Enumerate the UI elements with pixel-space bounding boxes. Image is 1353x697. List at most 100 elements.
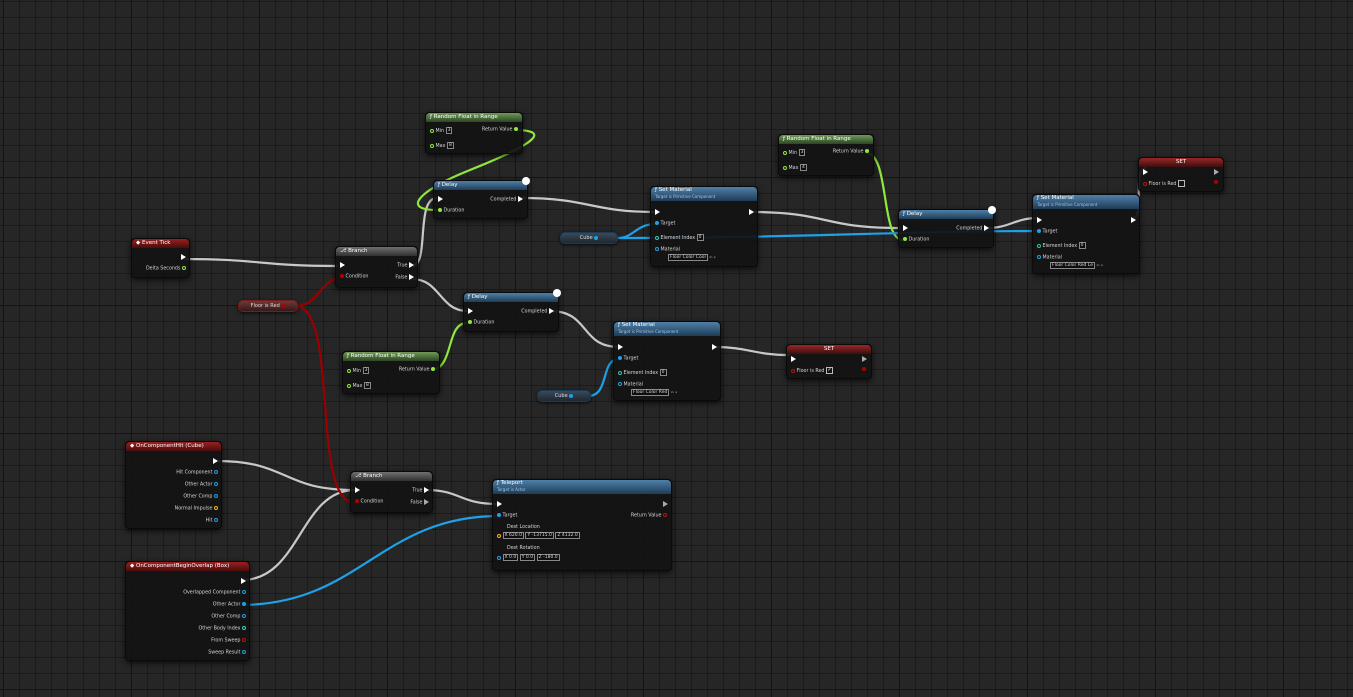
element-index-input-3[interactable]: 0: [1078, 242, 1086, 249]
hit-result-pin[interactable]: [214, 518, 218, 522]
normal-impulse-pin[interactable]: [214, 506, 218, 510]
material-select-2[interactable]: Floor Color Red: [631, 389, 670, 396]
delay-node-2[interactable]: ƒ Delay Duration Completed: [463, 289, 561, 332]
return-pin-1[interactable]: [514, 127, 518, 131]
set-exec-in-2[interactable]: [791, 356, 796, 362]
element-index-pin-3[interactable]: [1037, 243, 1041, 248]
completed-pin-2[interactable]: [549, 308, 554, 314]
true-pin-2[interactable]: [424, 487, 429, 493]
dest-location-z-input[interactable]: Z 4132.0: [555, 532, 580, 539]
floor-is-red-checkbox-2[interactable]: ✓: [826, 367, 833, 374]
cube-variable-1[interactable]: Cube: [560, 232, 618, 244]
setmat-exec-out-2[interactable]: [712, 344, 717, 350]
hit-other-actor-pin[interactable]: [214, 482, 218, 486]
material-pin-2[interactable]: [618, 382, 622, 386]
branch-exec-in-pin[interactable]: [340, 262, 345, 268]
sweep-result-pin[interactable]: [242, 650, 246, 654]
return-pin-3[interactable]: [865, 149, 869, 153]
branch-node[interactable]: ⎇ Branch Condition True False: [335, 246, 418, 288]
max-input-3[interactable]: 4: [799, 164, 807, 171]
from-sweep-pin[interactable]: [242, 638, 246, 642]
element-index-pin-2[interactable]: [618, 370, 622, 375]
element-index-input-1[interactable]: 0: [696, 234, 704, 241]
material-select-3[interactable]: Floor Color Red Le: [1050, 262, 1095, 269]
min-pin-1[interactable]: [430, 128, 434, 133]
max-input-1[interactable]: 8: [446, 142, 454, 149]
target-pin-1[interactable]: [655, 221, 659, 225]
cube-variable-2[interactable]: Cube: [537, 390, 591, 402]
material-pin-1[interactable]: [655, 247, 659, 251]
setmat-exec-in-2[interactable]: [618, 344, 623, 350]
on-component-hit-node[interactable]: ◆ OnComponentHit (Cube) Hit Component Ot…: [125, 441, 222, 529]
overlap-other-actor-pin[interactable]: [242, 602, 246, 606]
dest-location-x-input[interactable]: X 620.0: [502, 532, 524, 539]
set-value-pin-2[interactable]: [791, 368, 795, 373]
false-pin[interactable]: [409, 274, 414, 280]
overlapped-component-pin[interactable]: [242, 590, 246, 594]
browse-icon[interactable]: ⇦ ⌕: [1096, 262, 1104, 268]
branch2-exec-in-pin[interactable]: [355, 487, 360, 493]
floor-is-red-variable[interactable]: Floor is Red: [238, 300, 298, 312]
condition-pin[interactable]: [340, 274, 344, 278]
max-input-2[interactable]: 8: [363, 382, 371, 389]
return-pin-2[interactable]: [431, 367, 435, 371]
target-pin-2[interactable]: [618, 356, 622, 360]
hit-exec-out-pin[interactable]: [213, 458, 218, 464]
delay-node-3[interactable]: ƒ Delay Duration Completed: [898, 206, 996, 248]
floor-is-red-checkbox-1[interactable]: [1178, 180, 1185, 187]
hit-component-pin[interactable]: [214, 470, 218, 474]
duration-pin-3[interactable]: [903, 237, 907, 241]
set-value-pin-1[interactable]: [1143, 181, 1147, 186]
min-input-2[interactable]: 3: [362, 367, 370, 374]
overlap-other-comp-pin[interactable]: [242, 614, 246, 618]
completed-pin-1[interactable]: [518, 196, 523, 202]
min-input-3[interactable]: 3: [798, 149, 806, 156]
completed-pin-3[interactable]: [984, 225, 989, 231]
duration-pin-2[interactable]: [468, 320, 472, 324]
set-floor-is-red-node-2[interactable]: SET Floor is Red ✓: [786, 344, 872, 379]
material-pin-3[interactable]: [1037, 255, 1041, 259]
delta-seconds-pin[interactable]: [182, 266, 186, 270]
duration-pin-1[interactable]: [438, 208, 442, 212]
teleport-target-pin[interactable]: [497, 513, 501, 517]
setmat-exec-out-3[interactable]: [1131, 217, 1136, 223]
teleport-return-pin[interactable]: [663, 513, 667, 517]
material-select-1[interactable]: Floor Color Cool: [668, 254, 708, 261]
branch-node-2[interactable]: ⎇ Branch Condition True False: [350, 471, 433, 513]
dest-rotation-pin[interactable]: [497, 555, 501, 560]
element-index-pin-1[interactable]: [655, 235, 659, 240]
teleport-exec-out-pin[interactable]: [663, 501, 668, 507]
random-float-node-1[interactable]: ƒ Random Float in Range Min 3 Max 8 Retu…: [425, 112, 523, 154]
random-float-node-3[interactable]: ƒ Random Float in Range Min 3 Max 4 Retu…: [778, 134, 874, 176]
dest-rotation-z-input[interactable]: Z -180.0: [536, 554, 560, 561]
delay-node-1[interactable]: ƒ Delay Duration Completed: [433, 177, 530, 219]
false-pin-2[interactable]: [424, 499, 429, 505]
delay-exec-in-1[interactable]: [438, 196, 443, 202]
delay-exec-in-3[interactable]: [903, 225, 908, 231]
setmat-exec-in-1[interactable]: [655, 209, 660, 215]
target-pin-3[interactable]: [1037, 229, 1041, 233]
max-pin-1[interactable]: [430, 143, 434, 148]
set-exec-out-2[interactable]: [862, 356, 867, 362]
delay-exec-in-2[interactable]: [468, 308, 473, 314]
condition-pin-2[interactable]: [355, 499, 359, 503]
max-pin-3[interactable]: [783, 165, 787, 170]
set-out-pin-1[interactable]: [1214, 180, 1218, 184]
dest-location-pin[interactable]: [497, 533, 501, 538]
overlap-exec-out-pin[interactable]: [241, 578, 246, 584]
set-exec-out-1[interactable]: [1214, 169, 1219, 175]
hit-other-comp-pin[interactable]: [214, 494, 218, 498]
setmat-exec-in-3[interactable]: [1037, 217, 1042, 223]
browse-icon[interactable]: ⇦ ⌕: [709, 254, 716, 260]
dest-rotation-y-input[interactable]: Y 0.0: [519, 554, 536, 561]
cube-out-pin-1[interactable]: [594, 235, 599, 240]
max-pin-2[interactable]: [347, 383, 351, 388]
cube-out-pin-2[interactable]: [569, 393, 574, 398]
min-input-1[interactable]: 3: [445, 127, 453, 134]
browse-icon[interactable]: ⇦ ⌕: [670, 389, 678, 395]
event-tick-node[interactable]: ◆ Event Tick Delta Seconds: [131, 238, 190, 278]
